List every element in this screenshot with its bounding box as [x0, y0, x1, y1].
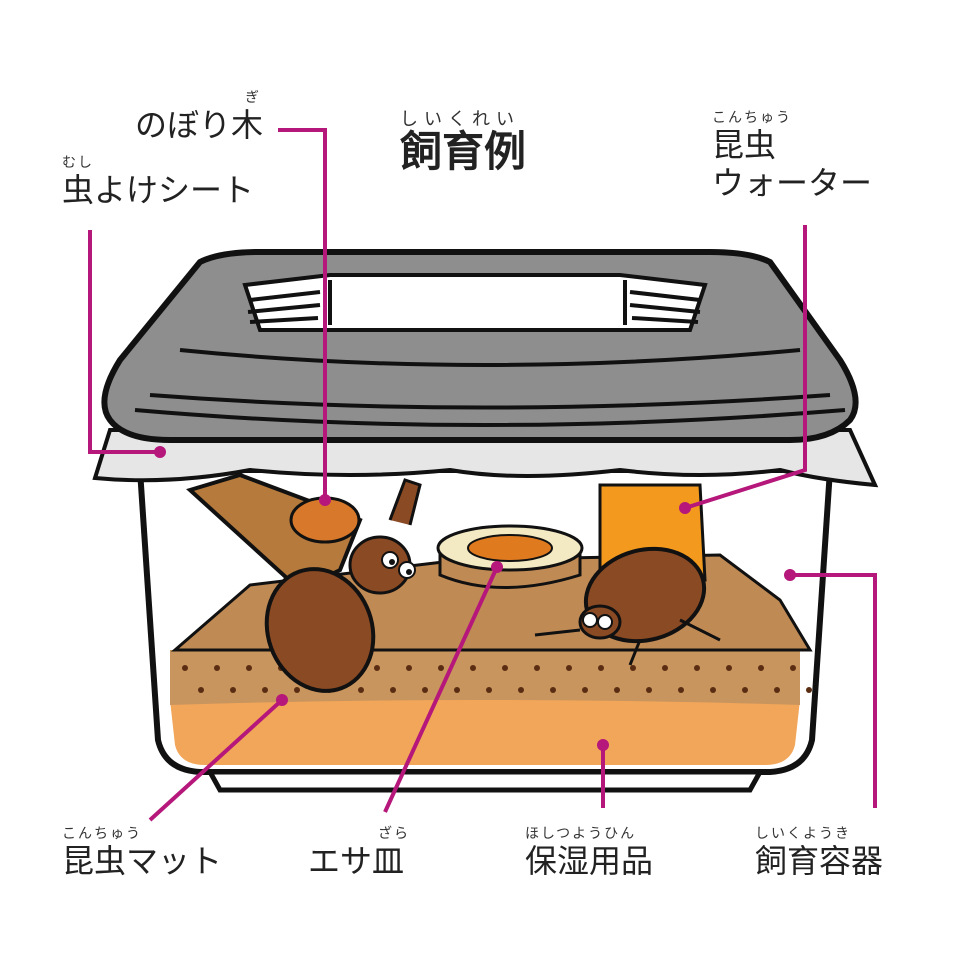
mat-dot — [726, 665, 732, 671]
label-moisture-goods: ほしつようひん 保湿用品 — [525, 826, 653, 880]
mat-dots — [182, 665, 812, 693]
page-title: しいくれい 飼育例 — [400, 109, 527, 176]
leader-food-dish — [383, 566, 499, 813]
leader-dots — [154, 446, 796, 751]
mat-dot — [742, 687, 748, 693]
leader-insect-sheet — [88, 230, 160, 454]
climbing-wood — [186, 472, 363, 593]
mat-dot — [294, 687, 300, 693]
male-beetle — [264, 478, 422, 693]
mat-dot — [678, 687, 684, 693]
insect-mat-reading: こんちゅう — [62, 826, 142, 842]
climbing-wood-text: のぼり木 — [135, 106, 264, 144]
mat-dot — [486, 687, 492, 693]
breeding-container-reading: しいくようき — [755, 826, 851, 842]
food-dish-text: エサ皿 — [308, 842, 405, 880]
mat-dot — [550, 687, 556, 693]
mat-dot — [694, 665, 700, 671]
mat-dot — [598, 665, 604, 671]
mat-dot — [582, 687, 588, 693]
insect-mat-text: 昆虫マット — [62, 842, 223, 880]
insect-water-line1: 昆虫 — [712, 126, 777, 164]
mat-dot — [406, 665, 412, 671]
mat-dot — [374, 665, 380, 671]
mat-dot — [182, 665, 188, 671]
mat-dot — [502, 665, 508, 671]
mat-dot — [214, 665, 220, 671]
label-insect-mat: こんちゅう 昆虫マット — [62, 826, 222, 880]
leader-insect-mat — [148, 698, 284, 822]
leader-lines — [88, 128, 877, 822]
mat-dot — [470, 665, 476, 671]
insect-sheet-text: 虫よけシート — [62, 171, 255, 209]
mat-dot — [438, 665, 444, 671]
leader-climbing-wood — [278, 128, 327, 500]
mat-dot — [790, 665, 796, 671]
label-food-dish: ざら エサ皿 — [308, 826, 410, 880]
mat-dot — [710, 687, 716, 693]
mat-dot — [454, 687, 460, 693]
mat-dot — [662, 665, 668, 671]
label-insect-sheet: むし 虫よけシート — [62, 155, 254, 209]
mat-dot — [358, 687, 364, 693]
title-reading: しいくれい — [400, 109, 520, 130]
breeding-container-text: 飼育容器 — [755, 842, 884, 880]
food-dish-reading: ざら — [378, 826, 410, 842]
leader-insect-water — [684, 225, 807, 510]
mat-dot — [390, 687, 396, 693]
mat-dot — [246, 665, 252, 671]
female-beetle — [534, 546, 721, 666]
insect-water-line2: ウォーター — [712, 164, 873, 202]
label-breeding-container: しいくようき 飼育容器 — [755, 826, 883, 880]
mat-dot — [422, 687, 428, 693]
moisture-layer — [170, 695, 800, 765]
mat-dot — [518, 687, 524, 693]
label-insect-water: こんちゅう 昆虫 ウォーター — [712, 110, 872, 202]
mat-dot — [534, 665, 540, 671]
moisture-goods-text: 保湿用品 — [525, 842, 654, 880]
mat-dot — [774, 687, 780, 693]
moisture-goods-reading: ほしつようひん — [525, 826, 637, 842]
mat-dot — [806, 687, 812, 693]
food-jelly — [467, 534, 553, 562]
title-text: 飼育例 — [400, 127, 527, 176]
insect-mat-lower — [170, 650, 800, 705]
insect-sheet-reading: むし — [62, 155, 94, 171]
container-base — [205, 769, 765, 793]
leader-breeding-container — [790, 573, 877, 808]
mat-dot — [758, 665, 764, 671]
mat-dot — [566, 665, 572, 671]
climbing-wood-reading: ぎ — [245, 90, 261, 106]
insect-sheet — [92, 428, 879, 488]
label-climbing-wood: ぎ のぼり木 — [135, 90, 263, 144]
mat-dot — [230, 687, 236, 693]
lid-window — [242, 273, 708, 332]
mat-dot — [262, 687, 268, 693]
mat-dot — [630, 665, 636, 671]
lid-vents — [247, 280, 701, 325]
mat-dot — [614, 687, 620, 693]
mat-dot — [646, 687, 652, 693]
insect-water-reading: こんちゅう — [712, 110, 792, 126]
mat-dot — [198, 687, 204, 693]
